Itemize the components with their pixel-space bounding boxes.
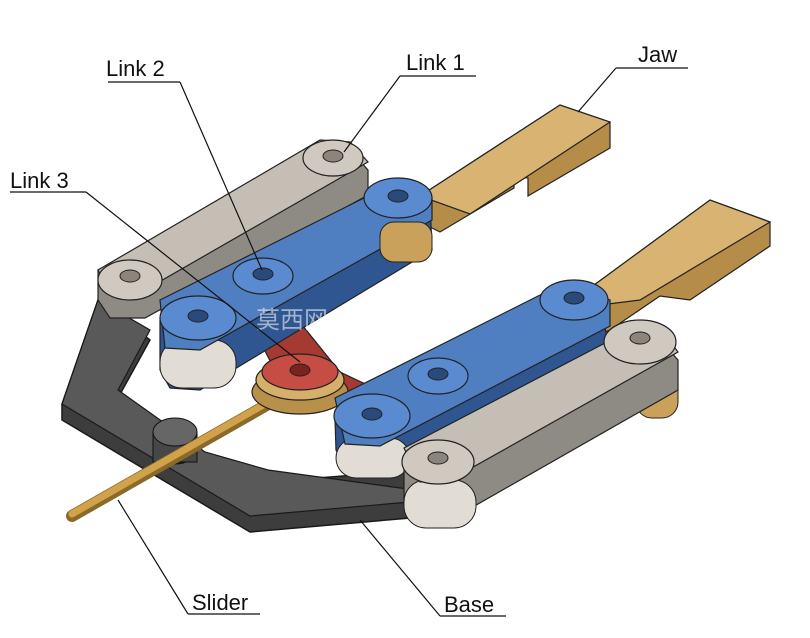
lower-gray-link1 <box>401 319 679 529</box>
label-link1: Link 1 <box>406 50 465 75</box>
label-link3: Link 3 <box>10 168 69 193</box>
label-slider: Slider <box>192 590 248 615</box>
leader-lines <box>10 67 688 617</box>
label-base: Base <box>444 592 494 617</box>
label-link2: Link 2 <box>106 56 165 81</box>
upper-gray-link1 <box>97 139 369 319</box>
lower-blue-link2 <box>333 279 611 479</box>
upper-blue-link2 <box>159 177 433 391</box>
label-jaw: Jaw <box>638 42 677 67</box>
base-frame <box>61 298 421 533</box>
watermark-text: 莫西网 .com <box>256 306 395 334</box>
upper-jaw <box>418 104 612 233</box>
